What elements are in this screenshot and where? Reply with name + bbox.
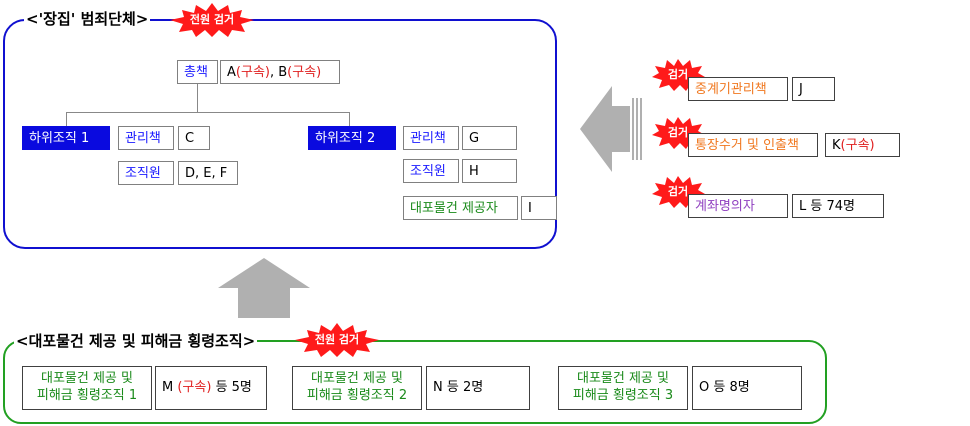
main-group-badge-text: 전원 검거 bbox=[189, 13, 235, 26]
sub-org-1-members-label: 조직원 bbox=[118, 161, 174, 185]
bottom-item-1-label-line1: 대포물건 제공 및 bbox=[41, 371, 133, 386]
burst-icon bbox=[295, 323, 379, 357]
bottom-item-1-value-part: M bbox=[162, 380, 178, 395]
side-badge-text: 검거 bbox=[667, 68, 689, 81]
sub-org-2-manager-value: G bbox=[462, 126, 517, 150]
bottom-item-2-label: 대포물건 제공 및 피해금 횡령조직 2 bbox=[292, 366, 422, 410]
bottom-item-1-label: 대포물건 제공 및 피해금 횡령조직 1 bbox=[22, 366, 152, 410]
detained-mark: (구속) bbox=[840, 138, 875, 153]
side-item-3-label: 계좌명의자 bbox=[688, 194, 788, 218]
burst-icon bbox=[170, 3, 254, 37]
bottom-group-badge: 전원 검거 bbox=[293, 322, 381, 358]
tree-connector-left bbox=[66, 112, 67, 126]
up-arrow-icon bbox=[218, 258, 310, 318]
tree-connector-vertical bbox=[197, 82, 198, 112]
sub-org-2-provider-value: I bbox=[521, 196, 557, 220]
main-group-frame bbox=[3, 19, 557, 249]
side-item-2-label: 통장수거 및 인출책 bbox=[688, 133, 818, 157]
sub-org-2-label: 하위조직 2 bbox=[308, 126, 396, 150]
bottom-group-badge-text: 전원 검거 bbox=[314, 333, 360, 346]
leader-value-part: A bbox=[227, 65, 236, 80]
sub-org-1-manager-value: C bbox=[178, 126, 210, 150]
sub-org-2-members-value: H bbox=[462, 159, 517, 183]
sub-org-2-members-label: 조직원 bbox=[403, 159, 459, 183]
side-item-1-label: 중계기관리책 bbox=[688, 77, 788, 101]
bottom-item-3-value: O 등 8명 bbox=[692, 366, 802, 410]
bottom-item-3-value-part: O 등 8명 bbox=[699, 380, 750, 395]
bottom-item-2-value-part: N 등 2명 bbox=[433, 380, 484, 395]
side-item-1-value-part: J bbox=[799, 82, 803, 97]
bottom-item-1-label-line2: 피해금 횡령조직 1 bbox=[36, 388, 138, 403]
detained-mark: (구속) bbox=[287, 65, 322, 80]
sub-org-2-manager-label: 관리책 bbox=[403, 126, 459, 150]
bottom-item-1-value: M (구속) 등 5명 bbox=[155, 366, 267, 410]
sub-org-1-members-value: D, E, F bbox=[178, 161, 238, 185]
detained-mark: (구속) bbox=[235, 65, 270, 80]
tree-connector-horizontal bbox=[66, 112, 349, 113]
bottom-item-2-label-line1: 대포물건 제공 및 bbox=[311, 371, 403, 386]
leader-value: A(구속), B(구속) bbox=[220, 60, 340, 84]
side-item-2-value: K(구속) bbox=[825, 133, 900, 157]
bottom-item-2-value: N 등 2명 bbox=[426, 366, 530, 410]
bottom-item-3-label: 대포물건 제공 및 피해금 횡령조직 3 bbox=[558, 366, 688, 410]
sub-org-1-manager-label: 관리책 bbox=[118, 126, 174, 150]
sub-org-1-label: 하위조직 1 bbox=[22, 126, 110, 150]
detained-mark: (구속) bbox=[177, 380, 212, 395]
main-group-badge: 전원 검거 bbox=[168, 2, 256, 38]
side-badge-text: 검거 bbox=[667, 185, 689, 198]
side-item-3-value: L 등 74명 bbox=[792, 194, 884, 218]
leader-value-part: , B bbox=[269, 65, 288, 80]
left-arrow-icon bbox=[580, 86, 642, 172]
bottom-group-title: <대포물건 제공 및 피해금 횡령조직> bbox=[14, 331, 258, 351]
main-group-title: <'장집' 범죄단체> bbox=[24, 9, 151, 29]
side-badge-text: 검거 bbox=[667, 126, 689, 139]
bottom-group-frame bbox=[3, 340, 827, 424]
bottom-item-3-label-line2: 피해금 횡령조직 3 bbox=[572, 388, 674, 403]
leader-label: 총책 bbox=[177, 60, 218, 84]
sub-org-2-provider-label: 대포물건 제공자 bbox=[403, 196, 518, 220]
side-item-2-value-part: K bbox=[832, 138, 841, 153]
bottom-item-1-value-part: 등 5명 bbox=[211, 380, 252, 395]
tree-connector-right bbox=[349, 112, 350, 126]
bottom-item-3-label-line1: 대포물건 제공 및 bbox=[577, 371, 669, 386]
side-item-1-value: J bbox=[792, 77, 835, 101]
side-item-3-value-part: L 등 74명 bbox=[799, 199, 855, 214]
bottom-item-2-label-line2: 피해금 횡령조직 2 bbox=[306, 388, 408, 403]
